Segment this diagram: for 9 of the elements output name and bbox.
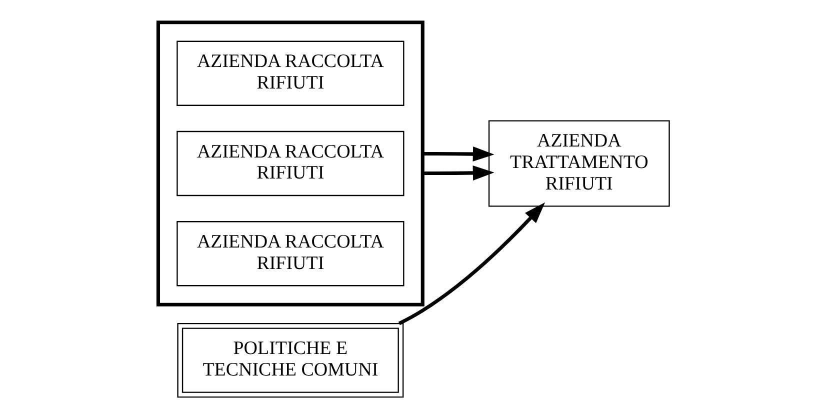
cluster (156, 20, 424, 306)
node-box: AZIENDA RACCOLTA RIFIUTI (176, 130, 404, 196)
arrow (422, 146, 494, 162)
node-box: POLITICHE E TECNICHE COMUNI (177, 322, 404, 398)
arrow (398, 202, 546, 326)
node-box: AZIENDA RACCOLTA RIFIUTI (176, 40, 404, 106)
arrow (422, 166, 494, 180)
node-box: AZIENDA RACCOLTA RIFIUTI (176, 221, 404, 286)
node-box: AZIENDA TRATTAMENTO RIFIUTI (488, 120, 670, 207)
